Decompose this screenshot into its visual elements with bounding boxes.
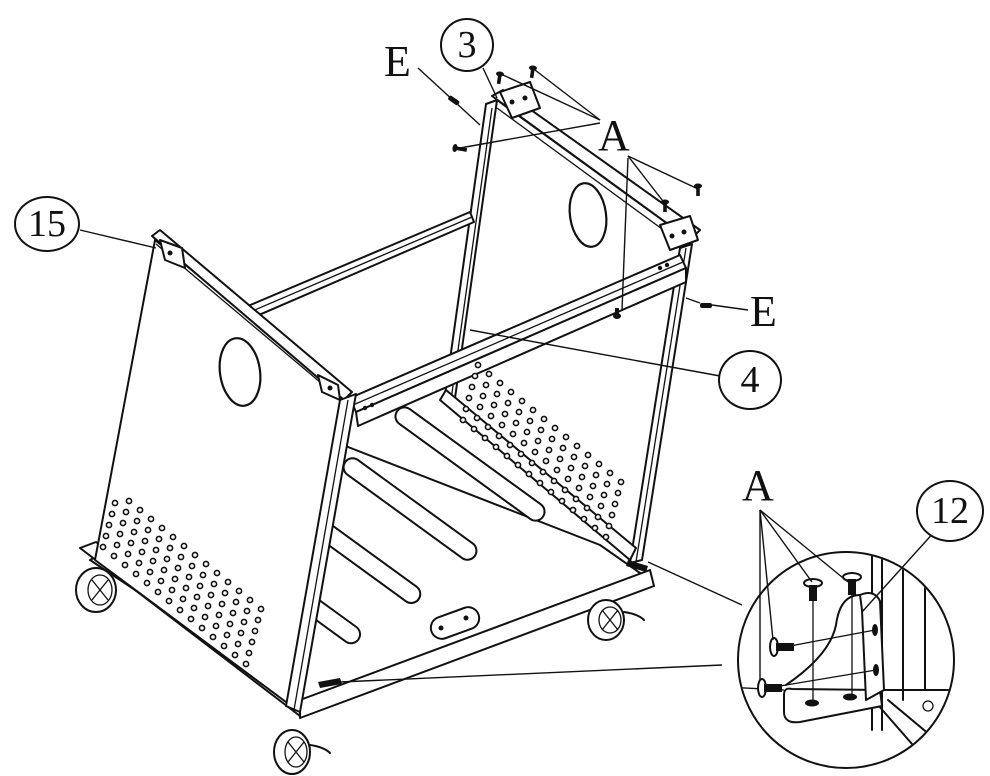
hardware-callout-e-right: E	[750, 287, 777, 336]
leader-lines	[79, 67, 749, 683]
part-callout-4: 4	[718, 350, 782, 410]
screw-icon-group-top	[318, 65, 712, 688]
left-perforations	[99, 497, 265, 668]
caster-rear-right	[587, 599, 645, 641]
part-callout-15: 15	[14, 196, 80, 252]
part-callout-12: 12	[916, 480, 984, 542]
rear-perforations	[459, 361, 625, 541]
detail-view-circle	[737, 509, 955, 769]
caster-front-right	[273, 729, 331, 775]
hardware-callout-a-top: A	[598, 111, 630, 160]
hardware-callout-a-detail: A	[742, 461, 774, 510]
caster-front-left	[75, 567, 117, 613]
hardware-callout-e-left: E	[384, 37, 411, 86]
back-crossbar	[247, 211, 475, 319]
part-callout-3: 3	[440, 18, 494, 72]
